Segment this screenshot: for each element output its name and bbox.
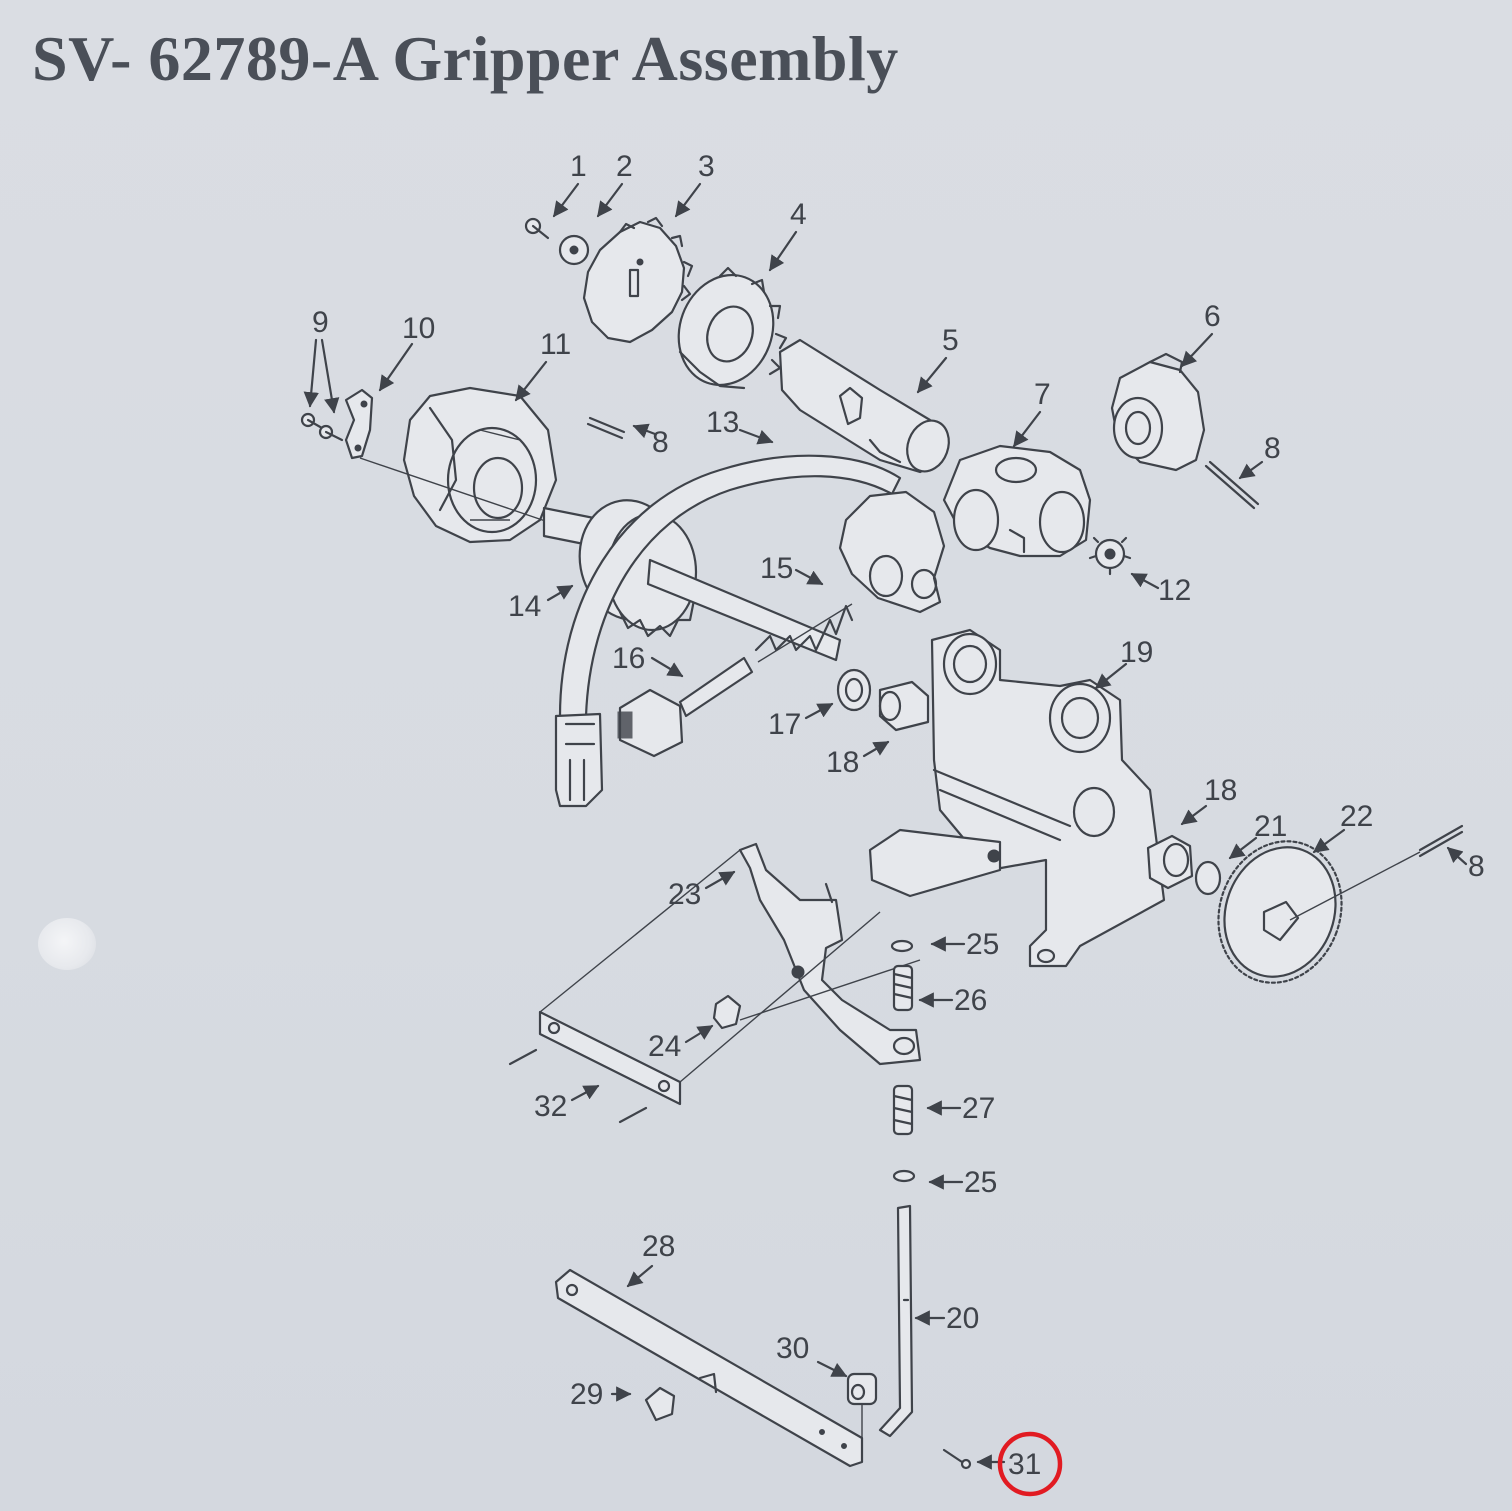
callout-17: 17 <box>768 708 801 741</box>
part-25-clip-upper <box>890 939 914 953</box>
callout-10: 10 <box>402 312 435 345</box>
callout-6: 6 <box>1204 300 1221 333</box>
part-22-large-gear <box>1217 840 1343 984</box>
part-12-small-gear <box>1088 536 1132 576</box>
callout-23: 23 <box>668 878 701 911</box>
callout-1: 1 <box>570 150 587 183</box>
callout-31: 31 <box>1008 1448 1041 1481</box>
part-1-screw <box>524 217 550 240</box>
callout-25-upper: 25 <box>966 928 999 961</box>
part-8-pin-upper-right <box>1204 460 1260 510</box>
callout-8-upper-right: 8 <box>1264 432 1281 465</box>
part-13-arc-arm <box>554 454 902 808</box>
callout-29: 29 <box>570 1378 603 1411</box>
callout-8-left: 8 <box>652 426 669 459</box>
part-5-shaft-housing <box>778 338 950 474</box>
callout-21: 21 <box>1254 810 1287 843</box>
callout-18-upper: 18 <box>826 746 859 779</box>
part-24-knob <box>712 959 921 1030</box>
part-29-clip <box>644 1386 676 1422</box>
part-18-bushing-upper <box>878 680 930 732</box>
callout-18-right: 18 <box>1204 774 1237 807</box>
part-8-pin-left <box>586 416 626 440</box>
callout-14: 14 <box>508 590 541 623</box>
part-23-lever-plate <box>738 842 922 1066</box>
callout-27: 27 <box>962 1092 995 1125</box>
part-7-cross-fitting <box>942 444 1092 558</box>
part-26-spring <box>892 964 914 1012</box>
part-4-gear <box>677 266 788 390</box>
callout-32: 32 <box>534 1090 567 1123</box>
part-3-gear-plate <box>582 216 694 344</box>
callout-25-lower: 25 <box>964 1166 997 1199</box>
part-16-plunger <box>617 656 754 758</box>
part-19-main-frame <box>868 628 1166 968</box>
callout-30: 30 <box>776 1332 809 1365</box>
part-2-washer <box>558 234 590 266</box>
page-title: SV- 62789-A Gripper Assembly <box>32 23 899 94</box>
part-13-gripper-end <box>838 490 946 614</box>
callout-19: 19 <box>1120 636 1153 669</box>
callout-11: 11 <box>540 328 571 361</box>
part-20-rod <box>878 1204 914 1438</box>
part-15-spring <box>754 603 854 663</box>
part-32-bar-plate <box>508 849 881 1124</box>
part-27-spring <box>892 1084 914 1136</box>
callout-labels: 1 2 3 4 5 6 7 8 8 8 9 10 11 12 13 14 15 … <box>312 150 1485 1481</box>
callout-15: 15 <box>760 552 793 585</box>
highlight-circle-callout-31 <box>997 1431 1063 1497</box>
callout-22: 22 <box>1340 800 1373 833</box>
callout-2: 2 <box>616 150 633 183</box>
part-8-pin-right <box>1289 824 1464 921</box>
callout-16: 16 <box>612 642 645 675</box>
callout-8-right: 8 <box>1468 850 1485 883</box>
part-10-bracket <box>344 388 374 460</box>
assembly-axis-line <box>359 457 561 527</box>
callout-12: 12 <box>1158 574 1191 607</box>
callout-9: 9 <box>312 306 329 339</box>
callout-24: 24 <box>648 1030 681 1063</box>
part-28-link-bar <box>554 1268 864 1468</box>
part-6-cam-block <box>1110 352 1206 472</box>
part-9-screws <box>300 412 344 442</box>
callout-26: 26 <box>954 984 987 1017</box>
callout-3: 3 <box>698 150 715 183</box>
callout-20: 20 <box>946 1302 979 1335</box>
callout-5: 5 <box>942 324 959 357</box>
callout-28: 28 <box>642 1230 675 1263</box>
callout-4: 4 <box>790 198 807 231</box>
leader-arrows <box>303 182 1468 1470</box>
part-25-clip-lower <box>892 1169 916 1183</box>
part-21-washer <box>1194 860 1222 896</box>
callout-7: 7 <box>1034 378 1051 411</box>
part-11-motor-cover <box>402 386 558 544</box>
part-18-bushing-right <box>1146 834 1194 890</box>
part-30-stud <box>846 1372 878 1438</box>
punched-hole <box>38 918 96 970</box>
part-31-screw <box>942 1448 972 1470</box>
callout-13: 13 <box>706 406 739 439</box>
part-17-washer <box>836 668 872 712</box>
